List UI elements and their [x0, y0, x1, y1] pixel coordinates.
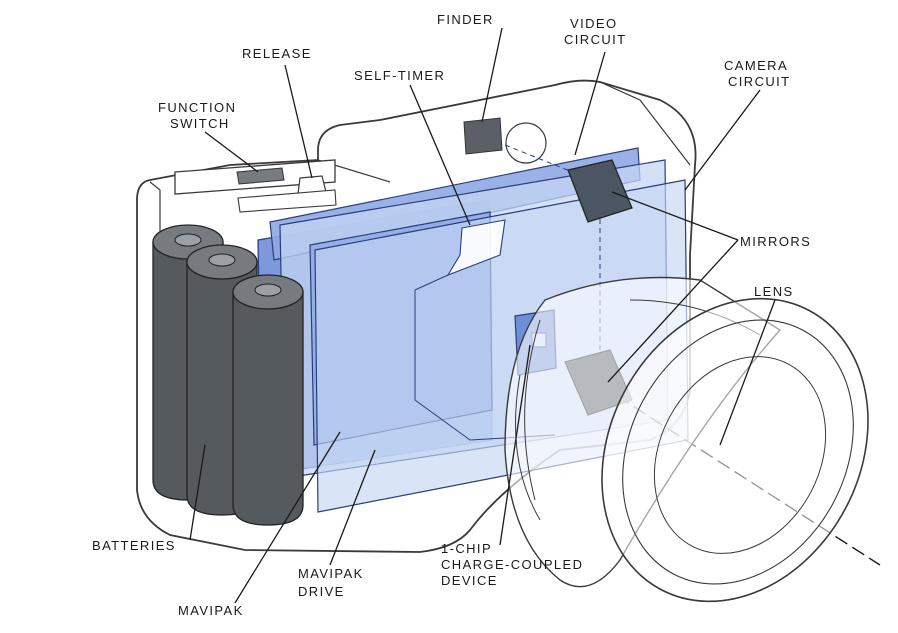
label-mavipak-drive: MAVIPAK DRIVE — [298, 566, 369, 599]
leader-mirrors-upper — [611, 191, 739, 241]
finder-window — [463, 117, 503, 155]
leader-batteries — [189, 444, 206, 541]
label-ccd-line-1: 1-CHIP — [441, 541, 492, 556]
lens-glass — [653, 356, 827, 554]
label-self-timer: SELF-TIMER — [354, 68, 445, 83]
leader-mavipak-drive — [329, 449, 376, 566]
label-mirrors: MIRRORS — [740, 234, 811, 249]
finder-lens-circle — [505, 122, 547, 164]
battery-2-cap — [208, 253, 236, 267]
label-function-switch-line-2: SWITCH — [170, 116, 230, 131]
label-mavipak: MAVIPAK — [178, 603, 244, 618]
leader-lines — [189, 27, 776, 604]
leader-ccd — [499, 344, 531, 546]
label-mavipak-drive-line-2: DRIVE — [298, 584, 345, 599]
batteries — [152, 224, 304, 526]
label-finder: FINDER — [437, 12, 494, 27]
battery-1-cap — [174, 233, 202, 247]
leader-lens — [719, 299, 776, 446]
label-lens: LENS — [754, 284, 794, 299]
mirror-upper — [567, 159, 633, 223]
label-camera-circuit: CAMERA CIRCUIT — [724, 58, 792, 89]
label-video-circuit: VIDEO CIRCUIT — [564, 16, 627, 47]
battery-3-cap — [254, 283, 282, 297]
leader-video-circuit — [574, 51, 606, 156]
label-camera-circuit-line-1: CAMERA — [724, 58, 787, 73]
leader-self-timer — [409, 84, 471, 226]
label-mavipak-drive-line-1: MAVIPAK — [298, 566, 364, 581]
lens-front-ring — [622, 319, 854, 585]
label-video-circuit-line-1: VIDEO — [570, 16, 617, 31]
label-release: RELEASE — [242, 46, 312, 61]
label-function-switch-line-1: FUNCTION — [158, 100, 236, 115]
label-batteries: BATTERIES — [92, 538, 176, 553]
leader-mirrors-lower — [607, 239, 739, 383]
leader-function-switch — [204, 131, 259, 173]
top-inner-ledge — [237, 189, 337, 213]
label-ccd: 1-CHIP CHARGE-COUPLED DEVICE — [441, 541, 588, 588]
label-camera-circuit-line-2: CIRCUIT — [728, 74, 791, 89]
function-switch-slider — [236, 167, 285, 185]
leader-camera-circuit — [684, 89, 761, 191]
label-ccd-line-2: CHARGE-COUPLED — [441, 557, 583, 572]
label-function-switch: FUNCTION SWITCH — [158, 100, 241, 131]
self-timer-element — [446, 219, 506, 277]
leader-mavipak — [234, 431, 341, 604]
label-ccd-line-3: DEVICE — [441, 573, 498, 588]
label-video-circuit-line-2: CIRCUIT — [564, 32, 627, 47]
battery-3 — [232, 291, 304, 526]
leader-release — [284, 64, 313, 179]
leader-finder — [481, 27, 503, 123]
